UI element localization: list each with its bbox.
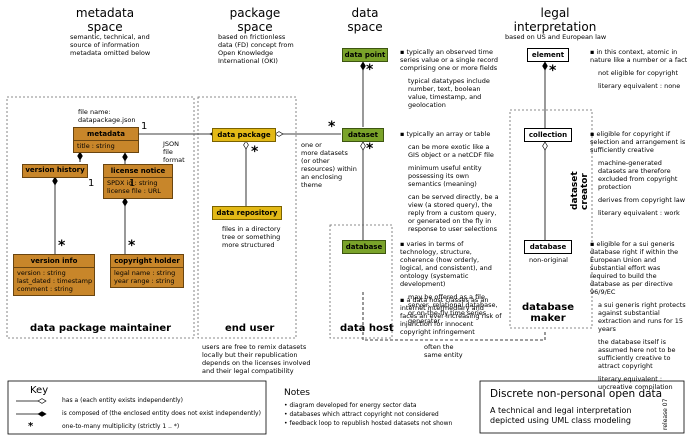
mult-dataset: * [328, 119, 336, 135]
version-info-box: version info version : string last_dated… [13, 254, 95, 296]
data-repository-box: data repository [212, 206, 282, 220]
license-notice-attr: SPDX id : string license file : URL [107, 179, 161, 195]
database-box: database [342, 240, 386, 254]
legal-title: legal interpretation [513, 6, 597, 34]
data-point-box: data point [342, 48, 388, 62]
data-space-title: data space [347, 6, 383, 34]
note-2: • databases which attract copyright not … [284, 411, 439, 418]
note-3: • feedback loop to republish hosted data… [284, 420, 453, 427]
version-info-attr: version : string last_dated : timestamp … [17, 269, 93, 293]
mult-version-info: * [58, 238, 66, 254]
legal-database-box: database [524, 240, 572, 254]
version-history-title: version history [25, 166, 85, 174]
copyright-holder-box: copyright holder legal name : string yea… [110, 254, 184, 288]
copyright-holder-title: copyright holder [111, 255, 183, 268]
data-package-box: data package [212, 128, 276, 142]
version-info-title: version info [14, 255, 94, 268]
bullets-element: ▪ in this context, atomic in nature like… [590, 48, 688, 90]
version-history-box: version history [22, 164, 88, 178]
metadata-box-title: metadata [74, 128, 138, 141]
key-title: Key [30, 385, 49, 396]
element-box: element [527, 48, 569, 62]
key-has-a: has a (each entity exists independently) [62, 397, 183, 404]
role-database-maker: database maker [521, 302, 575, 324]
copyright-holder-attr: legal name : string year range : string [114, 269, 176, 285]
package-space-title: package space [229, 6, 281, 34]
key-multiplicity: one-to-many multiplicity (strictly 1 .. … [62, 423, 180, 430]
license-notice-title: license notice [104, 165, 172, 178]
diagram-subtitle: A technical and legal interpretation dep… [490, 406, 632, 425]
note-1: • diagram developed for energy sector da… [284, 402, 417, 409]
mult-repository: * [251, 144, 259, 160]
license-notice-box: license notice SPDX id : string license … [103, 164, 173, 199]
dataset-box: dataset [342, 128, 384, 142]
metadata-box: metadata title : string [73, 127, 139, 153]
remix-note: users are free to remix datasets locally… [202, 343, 311, 375]
mult-element: * [549, 63, 557, 79]
role-maintainer: data package maintainer [30, 323, 172, 334]
bullets-dataset: ▪ typically an array or table can be mor… [400, 130, 499, 233]
non-original-label: non-original [529, 256, 568, 264]
bullets-host: ▪ a data host classes as an internet int… [400, 296, 502, 336]
mult-dataset-db: * [366, 141, 374, 157]
bullets-database: ▪ varies in terms of technology, structu… [400, 240, 498, 325]
bullets-collection: ▪ eligible for copyright if selection an… [590, 130, 686, 217]
repository-desc: files in a directory tree or something m… [222, 225, 281, 249]
collection-box: collection [524, 128, 572, 142]
mult-data-point: * [366, 62, 374, 78]
dataset-creator-label: dataset creator [570, 171, 590, 210]
json-format-label: JSON file format [163, 140, 185, 164]
key-composed-of: is composed of (the enclosed entity does… [62, 410, 261, 417]
bullets-data-point: ▪ typically an observed time series valu… [400, 48, 498, 109]
metadata-box-attr: title : string [77, 142, 115, 150]
bullets-legal-database: ▪ eligible for a sui generis database ri… [590, 240, 686, 391]
role-data-host: data host [340, 323, 394, 334]
metadata-space-title: metadata space [75, 6, 135, 34]
file-name-label: file name: datapackage.json [78, 108, 136, 124]
metadata-space-desc: semantic, technical, and source of infor… [70, 33, 151, 57]
mult-metadata-package: 1 [141, 121, 148, 132]
role-end-user: end user [225, 323, 275, 334]
mult-copyright-holder: * [128, 238, 136, 254]
package-space-desc: based on frictionless data (FD) concept … [218, 33, 294, 65]
diagram-title: Discrete non-personal open data [490, 388, 663, 400]
notes-title: Notes [284, 388, 310, 398]
one-or-more-label: one or more datasets (or other resources… [301, 141, 357, 189]
key-star: * [28, 421, 34, 432]
mult-license-notice: 1 [129, 178, 136, 189]
release-label: release 07 [662, 398, 669, 430]
legal-desc: based on US and European law [505, 33, 607, 41]
mult-version-history: 1 [88, 178, 95, 189]
often-same-label: often the same entity [424, 343, 463, 359]
